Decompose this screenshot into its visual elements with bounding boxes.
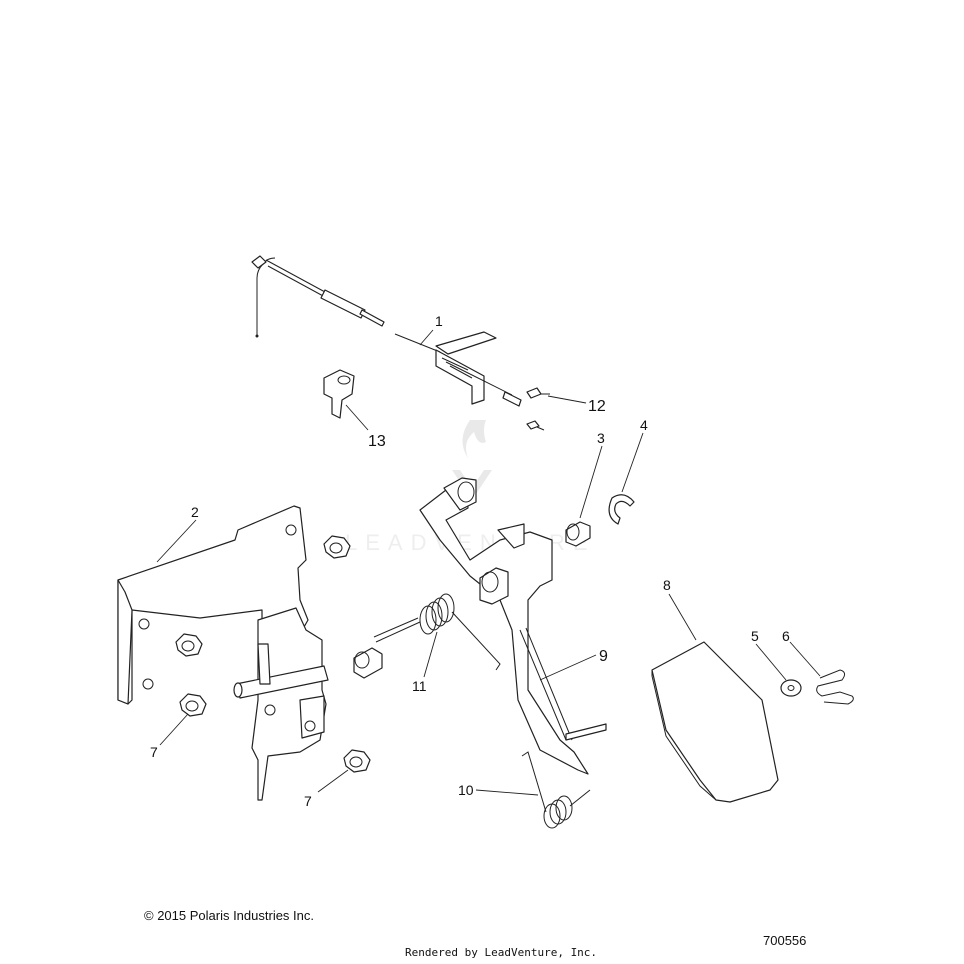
- pedal-pad-8: [651, 641, 779, 803]
- bushing: [353, 647, 383, 679]
- callout-5: 5: [751, 628, 759, 644]
- cotter-pin-6: [816, 669, 854, 705]
- throttle-cable: [251, 255, 522, 407]
- mounting-bracket-2: [117, 505, 329, 801]
- callout-12: 12: [588, 398, 606, 415]
- pedal-arm-9: [419, 477, 607, 775]
- callout-1: 1: [435, 313, 443, 329]
- copyright-text: © 2015 Polaris Industries Inc.: [144, 908, 314, 923]
- torsion-spring-11: [373, 593, 501, 671]
- callout-2: 2: [191, 504, 199, 520]
- sensor-clip-13: [323, 369, 355, 419]
- callout-10: 10: [458, 782, 474, 798]
- callout-8: 8: [663, 577, 671, 593]
- callout-7-bottom: 7: [304, 793, 312, 809]
- callout-4: 4: [640, 417, 648, 433]
- rendered-by-text: Rendered by LeadVenture, Inc.: [405, 946, 598, 959]
- bushing-3: [565, 521, 591, 547]
- callout-7-left: 7: [150, 744, 158, 760]
- return-spring-10: [521, 751, 591, 829]
- flange-nut-7: [175, 535, 371, 773]
- callout-11: 11: [412, 678, 427, 694]
- callout-13: 13: [368, 433, 386, 450]
- screw-12: [526, 387, 550, 431]
- callout-6: 6: [782, 628, 790, 644]
- e-clip-4: [608, 494, 635, 525]
- diagram-id: 700556: [763, 933, 807, 948]
- callout-9: 9: [599, 648, 608, 665]
- watermark-text: LEADVENTURE: [345, 530, 596, 555]
- callout-3: 3: [597, 430, 605, 446]
- washer-5: [780, 679, 802, 697]
